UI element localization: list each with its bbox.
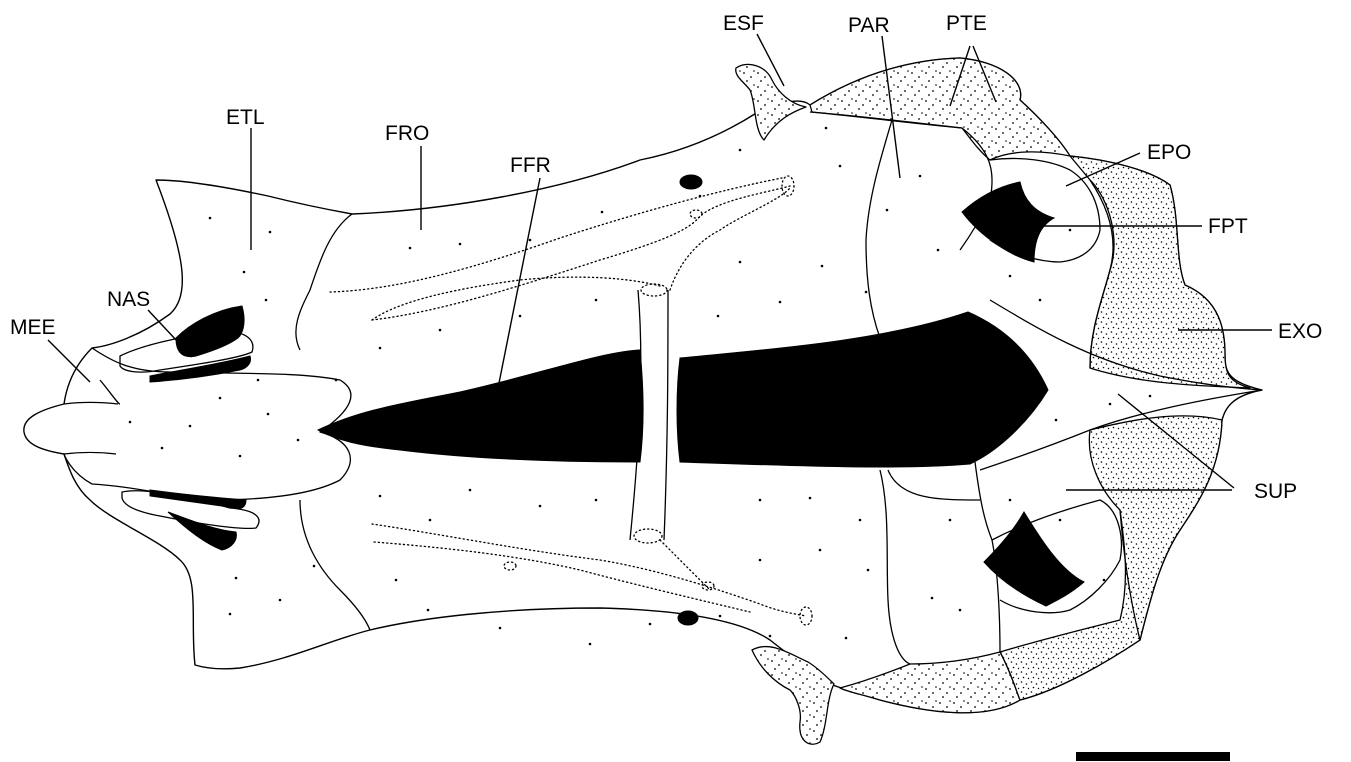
label-pte: PTE [946, 12, 987, 35]
label-par: PAR [848, 14, 890, 37]
label-fro: FRO [385, 122, 429, 145]
label-fpt: FPT [1208, 215, 1248, 238]
scale-bar [1076, 752, 1230, 761]
foramen-bottom-small [678, 611, 698, 625]
label-mee: MEE [10, 316, 56, 339]
label-exo: EXO [1278, 320, 1322, 343]
label-etl: ETL [226, 106, 265, 129]
label-epo: EPO [1147, 141, 1191, 164]
foramen-top-small [680, 175, 702, 189]
label-nas: NAS [107, 288, 150, 311]
label-sup: SUP [1254, 480, 1297, 503]
label-ffr: FFR [510, 154, 551, 177]
label-esf: ESF [723, 12, 764, 35]
